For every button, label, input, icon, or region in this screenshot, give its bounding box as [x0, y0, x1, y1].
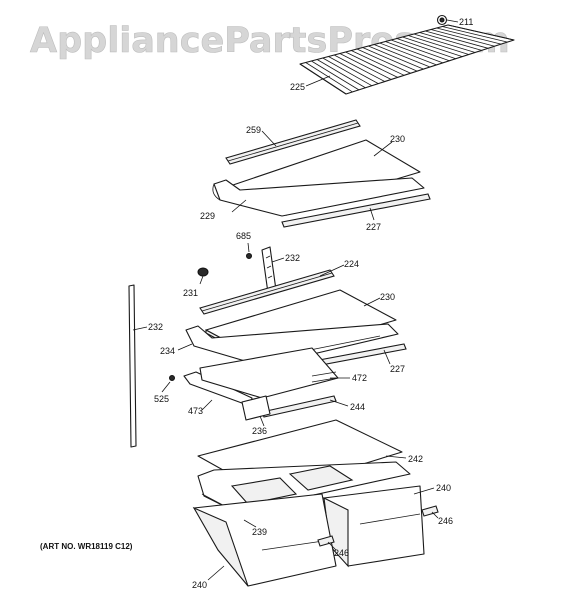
- label-227-upper: 227: [366, 222, 381, 232]
- part-472-slide: [199, 347, 339, 399]
- label-229: 229: [200, 211, 215, 221]
- wire-rod: [345, 51, 398, 78]
- part-240-drawer-left: [192, 493, 337, 587]
- label-236: 236: [252, 426, 267, 436]
- wire-rod: [419, 32, 482, 51]
- part-525-screw: [169, 375, 175, 381]
- part-229-shelf-frame-upper: [212, 177, 425, 217]
- label-244: 244: [350, 402, 365, 412]
- label-230-upper: 230: [390, 134, 405, 144]
- label-225: 225: [290, 82, 305, 92]
- label-473: 473: [188, 406, 203, 416]
- part-211-clip: [436, 14, 448, 26]
- label-211: 211: [459, 17, 473, 27]
- wire-rod: [436, 27, 502, 45]
- label-232-small: 232: [285, 253, 300, 263]
- crisper-frame: [197, 461, 411, 513]
- wire-rod: [396, 38, 456, 60]
- wire-rod: [333, 54, 385, 82]
- wire-rod: [413, 33, 476, 53]
- label-232-long: 232: [148, 322, 163, 332]
- wire-rod: [373, 44, 431, 68]
- wire-rod: [316, 59, 366, 89]
- label-685: 685: [236, 231, 251, 241]
- part-231-cap: [197, 267, 209, 277]
- part-224-trim: [199, 269, 335, 315]
- part-246-handle-left: [317, 535, 335, 547]
- part-685-screw: [246, 253, 252, 259]
- wire-rod: [322, 57, 373, 87]
- part-236-cover-frame: [241, 395, 271, 421]
- label-246-right: 246: [438, 516, 453, 526]
- part-232-bracket-long: [128, 284, 137, 448]
- wire-rod: [339, 53, 392, 80]
- label-230-middle: 230: [380, 292, 395, 302]
- part-227-rail-upper: [281, 193, 431, 228]
- wire-rod: [328, 56, 379, 84]
- wire-rod: [311, 60, 360, 91]
- wire-rod: [408, 35, 469, 55]
- label-227-middle: 227: [390, 364, 405, 374]
- label-525: 525: [154, 394, 169, 404]
- wire-rod: [379, 42, 437, 66]
- label-231: 231: [183, 288, 198, 298]
- label-259: 259: [246, 125, 261, 135]
- wire-rod: [425, 30, 489, 49]
- label-246-left: 246: [334, 548, 349, 558]
- part-225-wire-shelf: [299, 24, 515, 95]
- label-239: 239: [252, 527, 267, 537]
- wire-rod: [430, 29, 495, 47]
- part-240-drawer-right: [323, 485, 425, 568]
- wire-rod: [390, 39, 450, 62]
- wire-rod: [385, 41, 444, 64]
- wire-rod: [368, 45, 424, 70]
- label-240-right: 240: [436, 483, 451, 493]
- label-224: 224: [344, 259, 359, 269]
- wire-rod: [351, 50, 405, 76]
- label-240-left: 240: [192, 580, 207, 590]
- wire-rod: [402, 36, 463, 57]
- wire-rod: [305, 62, 353, 93]
- art-number: (ART NO. WR18119 C12): [40, 542, 133, 551]
- leader-lines: [132, 19, 459, 581]
- wire-rod: [362, 47, 418, 72]
- part-244-rail: [261, 395, 337, 418]
- wire-rod: [356, 48, 411, 74]
- label-242: 242: [408, 454, 423, 464]
- label-234: 234: [160, 346, 175, 356]
- part-259-trim: [225, 119, 361, 165]
- wire-rod: [442, 26, 508, 43]
- label-472: 472: [352, 373, 367, 383]
- part-246-handle-right: [421, 505, 439, 517]
